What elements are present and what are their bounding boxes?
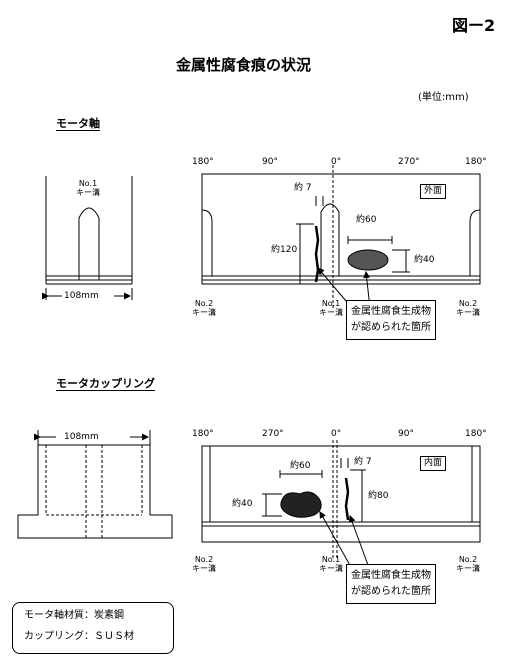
shaft-keyway-no1: No.1 キー溝 [319, 299, 343, 317]
coupling-outline [17, 444, 173, 539]
coupling-developed-frame [201, 445, 481, 543]
shaft-dim-length: 約120 [271, 245, 298, 255]
shaft-side-keyway-label: No.1 キー溝 [76, 179, 100, 197]
coupling-angle-0: 0° [331, 429, 342, 439]
coupling-keyway-no1: No.1 キー溝 [319, 555, 343, 573]
shaft-angle-270: 270° [398, 157, 420, 167]
coupling-callout-box: 金属性腐食生成物 が認められた箇所 [346, 564, 436, 604]
shaft-angle-90: 90° [262, 157, 278, 167]
shaft-dim-patch-width: 約60 [356, 215, 377, 225]
motor-shaft-section-title: モータ軸 [56, 117, 100, 131]
coupling-face-label: 内面 [420, 456, 447, 471]
shaft-dim-patch-height: 約40 [414, 255, 435, 265]
shaft-angle-180-right: 180° [465, 157, 487, 167]
coupling-section-title: モータカップリング [56, 377, 155, 391]
shaft-keyway-no2-right: No.2 キー溝 [456, 299, 480, 317]
coupling-dim-gap: 約 7 [354, 457, 372, 467]
coupling-side-view [17, 430, 173, 539]
coupling-dim-patch-width: 約60 [290, 461, 311, 471]
shaft-keyway-no2-left: No.2 キー溝 [192, 299, 216, 317]
material-note-bracket [12, 602, 174, 654]
coupling-angle-270: 270° [262, 429, 284, 439]
shaft-callout-box: 金属性腐食生成物 が認められた箇所 [346, 300, 436, 340]
unit-label: (単位:mm) [418, 92, 469, 103]
coupling-developed-view [201, 440, 481, 577]
coupling-angle-90: 90° [398, 429, 414, 439]
coupling-angle-180-left: 180° [192, 429, 214, 439]
shaft-keyway-no1 [320, 203, 340, 276]
page-title: 金属性腐食痕の状況 [176, 56, 312, 74]
coupling-corrosion-streak [344, 477, 350, 521]
shaft-angle-180-left: 180° [192, 157, 214, 167]
shaft-angle-0: 0° [331, 157, 342, 167]
shaft-dim-gap: 約 7 [294, 183, 312, 193]
shaft-keyway-outline [78, 207, 100, 280]
shaft-corrosion-patch [347, 249, 389, 271]
figure-label: 図ー2 [452, 16, 496, 35]
coupling-dim-length: 約80 [368, 491, 389, 501]
coupling-keyway-no2-left: No.2 キー溝 [192, 555, 216, 573]
shaft-developed-frame [201, 173, 481, 285]
material-note-coupling: カップリング：ＳＵＳ材 [24, 631, 134, 642]
coupling-corrosion-patch [280, 491, 322, 518]
coupling-dim-patch-height: 約40 [232, 499, 253, 509]
coupling-keyway-no2-right: No.2 キー溝 [456, 555, 480, 573]
motor-shaft-side-view [42, 176, 133, 300]
shaft-width-label: 108mm [64, 291, 99, 301]
motor-shaft-developed-view [201, 165, 481, 310]
material-note-shaft: モータ軸材質：炭素鋼 [24, 610, 124, 621]
coupling-angle-180-right: 180° [465, 429, 487, 439]
coupling-width-label: 108mm [64, 432, 99, 442]
shaft-face-label: 外面 [420, 184, 447, 199]
shaft-corrosion-streak [314, 225, 320, 283]
